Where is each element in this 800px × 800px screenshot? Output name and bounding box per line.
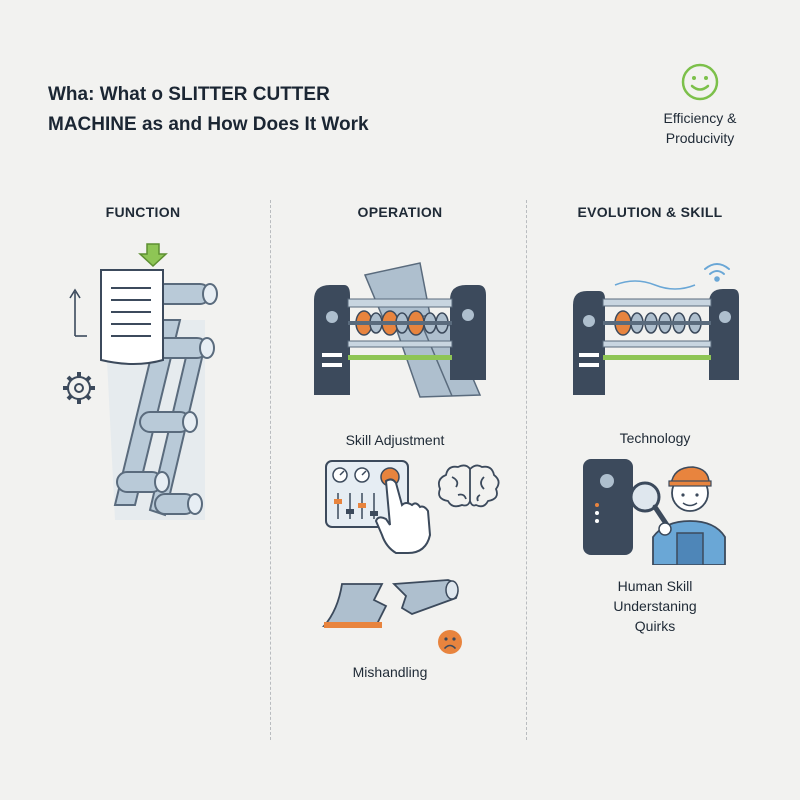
column-divider-2 [526, 200, 527, 740]
sad-face-icon [438, 630, 462, 654]
efficiency-badge: Efficiency & Producivity [640, 62, 760, 148]
page-title: Wha: What o SLITTER CUTTER MACHINE as an… [48, 80, 369, 140]
function-roller-illustration [63, 243, 218, 520]
technology-caption: Technology [619, 430, 691, 446]
gear-icon [63, 372, 95, 404]
operation-heading: OPERATION [357, 204, 443, 220]
mishandling-caption: Mishandling [352, 664, 428, 680]
slitter-machine-illustration [314, 262, 486, 398]
smiley-icon [681, 63, 719, 101]
badge-label-1: Efficiency & [663, 110, 737, 126]
document-icon [100, 269, 164, 365]
column-divider-1 [270, 200, 271, 740]
title-line-2: MACHINE as and How Does It Work [48, 114, 369, 135]
control-panel-illustration [325, 460, 500, 554]
brain-icon [437, 464, 500, 508]
badge-label-2: Producivity [665, 130, 735, 146]
pointing-hand-icon [374, 478, 432, 554]
down-arrow-icon [138, 243, 168, 268]
smart-slitter-illustration [573, 263, 739, 395]
human-skill-line-1: Human Skill [617, 578, 693, 594]
human-skill-caption: Human Skill Understaning Quirks [555, 576, 755, 636]
wifi-icon [704, 263, 730, 282]
skill-adjustment-caption: Skill Adjustment [345, 432, 445, 448]
human-skill-line-3: Quirks [634, 618, 676, 634]
human-skill-line-2: Understaning [613, 598, 697, 614]
torn-material-illustration [322, 579, 462, 654]
magnifier-icon [629, 481, 670, 528]
function-heading: FUNCTION [105, 204, 181, 220]
operator-illustration [583, 459, 726, 565]
title-line-1: Wha: What o SLITTER CUTTER [48, 84, 330, 105]
evolution-heading: EVOLUTION & SKILL [577, 204, 723, 220]
